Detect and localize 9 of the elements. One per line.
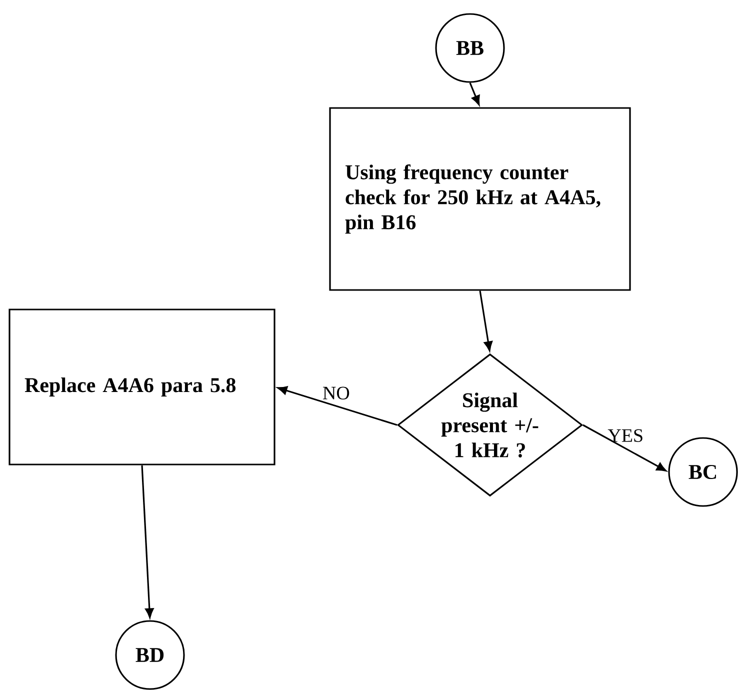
edge-label: NO [323, 386, 350, 400]
arrow [479, 290, 493, 352]
arrow [582, 424, 666, 472]
process-box: Replace A4A6 para 5.8 [8, 308, 276, 466]
arrow [469, 82, 480, 106]
edge-label: YES [608, 429, 642, 442]
arrow [141, 465, 154, 618]
arrow [277, 386, 398, 426]
process-box: Using frequency counter check for 250 kHz at A4A5, pin B16 [329, 107, 631, 291]
